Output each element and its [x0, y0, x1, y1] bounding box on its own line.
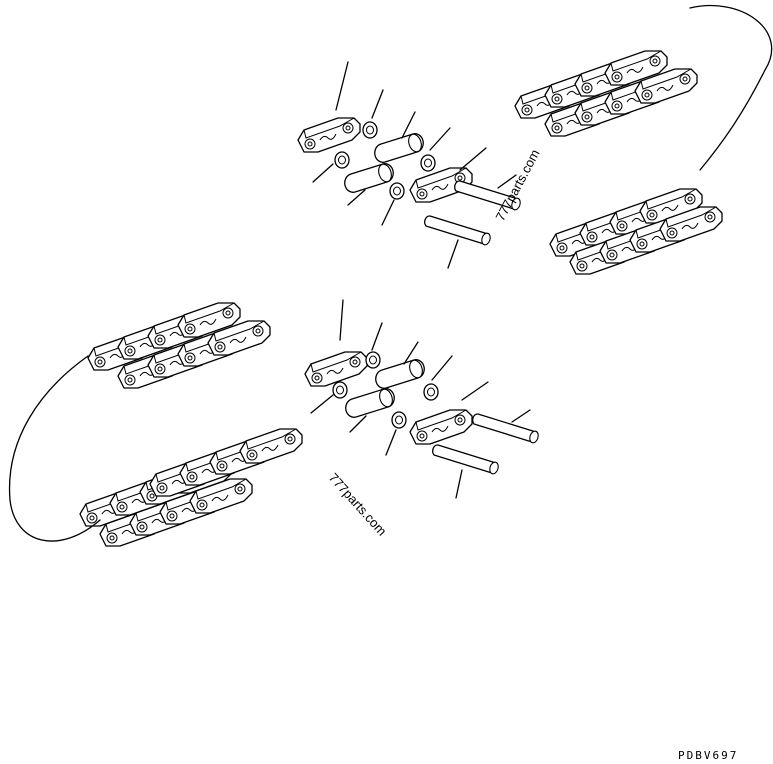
watermark-upper: 777parts.com [492, 147, 542, 224]
chain-assembly-lower-left [8, 303, 302, 546]
watermark-lower: 777parts.com [326, 470, 390, 539]
chain-assembly-upper-right [515, 4, 773, 274]
drawing-code: PDBV697 [678, 749, 738, 762]
exploded-parts-upper [297, 61, 523, 269]
exploded-parts-lower [304, 299, 541, 499]
